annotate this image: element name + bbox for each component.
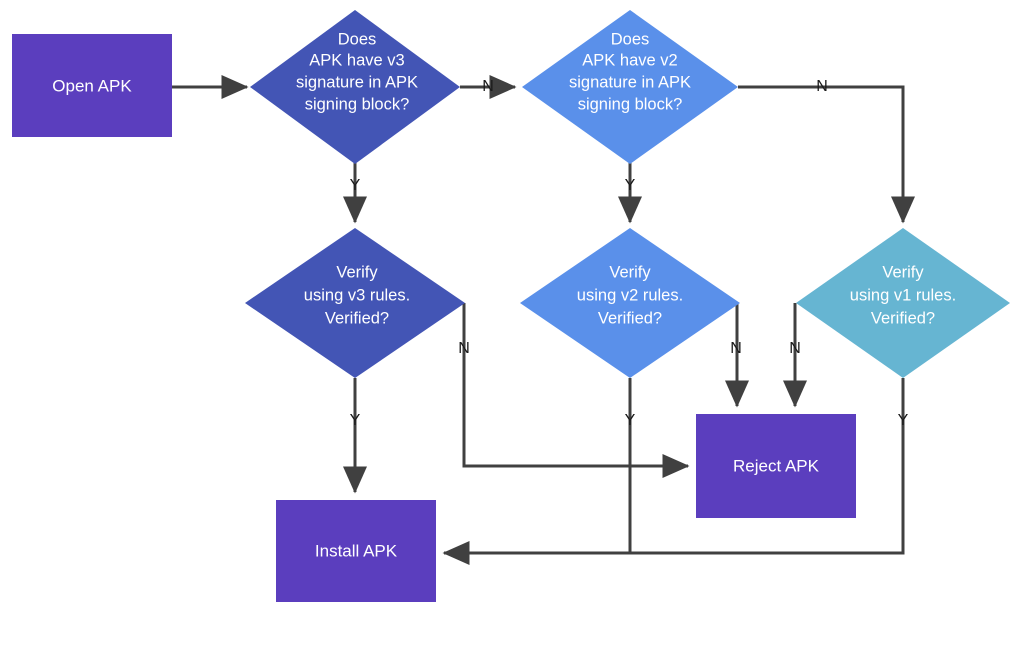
reject-apk-label: Reject APK: [733, 456, 820, 475]
verify-v3-diamond: [245, 228, 465, 378]
edge-label-hasv3-no: N: [482, 78, 494, 95]
node-has-v2-signature[interactable]: Does APK have v2 signature in APK signin…: [522, 10, 738, 164]
node-open-apk[interactable]: Open APK: [12, 34, 172, 137]
has-v3-label-line-2: APK have v3: [309, 51, 404, 69]
edge-label-verifyv3-yes: Y: [350, 412, 361, 429]
has-v2-label-line-2: APK have v2: [582, 51, 677, 69]
edge-label-hasv2-no: N: [816, 78, 828, 95]
has-v2-label-line-3: signature in APK: [569, 73, 691, 91]
verify-v1-label-line-1: Verify: [882, 263, 924, 281]
install-apk-label: Install APK: [315, 541, 398, 560]
edge-label-hasv3-yes: Y: [350, 177, 361, 194]
has-v2-diamond: [522, 10, 738, 164]
has-v3-label-line-1: Does: [338, 30, 377, 48]
verify-v2-diamond: [520, 228, 740, 378]
open-apk-label: Open APK: [52, 76, 132, 95]
verify-v2-label-line-3: Verified?: [598, 309, 662, 327]
verify-v1-label-line-3: Verified?: [871, 309, 935, 327]
edge-label-verifyv3-no: N: [458, 340, 470, 357]
edge-label-verifyv1-no: N: [789, 340, 801, 357]
has-v3-label-line-3: signature in APK: [296, 73, 418, 91]
edge-label-verifyv2-no: N: [730, 340, 742, 357]
verify-v1-diamond: [796, 228, 1010, 378]
install-apk-rect: [276, 500, 436, 602]
has-v2-label-line-4: signing block?: [578, 95, 683, 113]
node-verify-v1[interactable]: Verify using v1 rules. Verified?: [796, 228, 1010, 378]
verify-v1-label-line-2: using v1 rules.: [850, 286, 956, 304]
has-v2-label-line-1: Does: [611, 30, 650, 48]
node-install-apk[interactable]: Install APK: [276, 500, 436, 602]
node-verify-v3[interactable]: Verify using v3 rules. Verified?: [245, 228, 465, 378]
has-v3-diamond: [250, 10, 460, 164]
has-v3-label-line-4: signing block?: [305, 95, 410, 113]
edge-verifyv1-yes-to-install: [444, 378, 905, 555]
node-verify-v2[interactable]: Verify using v2 rules. Verified?: [520, 228, 740, 378]
verify-v3-label-line-2: using v3 rules.: [304, 286, 410, 304]
edge-label-hasv2-yes: Y: [625, 177, 636, 194]
edge-hasv2-no-to-verifyv1: [738, 85, 915, 224]
verify-v3-label-line-1: Verify: [336, 263, 378, 281]
verify-v3-label-line-3: Verified?: [325, 309, 389, 327]
verify-v2-label-line-2: using v2 rules.: [577, 286, 683, 304]
node-has-v3-signature[interactable]: Does APK have v3 signature in APK signin…: [250, 10, 460, 164]
edge-label-verifyv2-yes: Y: [625, 412, 636, 429]
open-apk-rect: [12, 34, 172, 137]
edge-label-verifyv1-yes: Y: [898, 412, 909, 429]
verify-v2-label-line-1: Verify: [609, 263, 651, 281]
edge-verifyv3-no-to-reject: [462, 303, 690, 478]
reject-apk-rect: [696, 414, 856, 518]
node-reject-apk[interactable]: Reject APK: [696, 414, 856, 518]
